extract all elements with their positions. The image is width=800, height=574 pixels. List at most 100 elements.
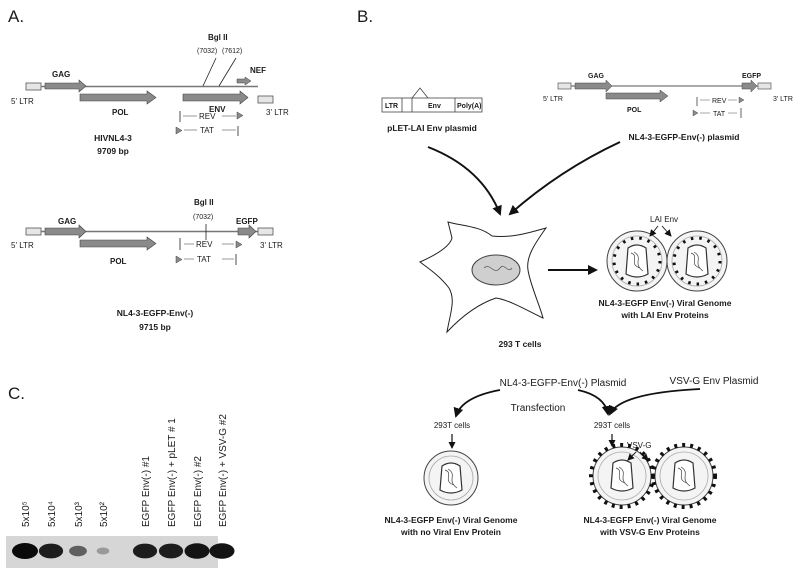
- bgl-site-2: (7612): [222, 48, 242, 55]
- hivnl43-name: HIVNL4-3: [94, 133, 132, 143]
- hivnl43-size: 9709 bp: [97, 146, 129, 156]
- left-caption-2: with no Viral Env Protein: [400, 527, 501, 537]
- nl43-egfp-size: 9715 bp: [139, 322, 171, 332]
- blot-band: [184, 543, 210, 559]
- right-cells-label: 293T cells: [594, 421, 630, 430]
- gag-arrow: [44, 79, 87, 93]
- splice-mark: [411, 87, 429, 99]
- pol-label: POL: [110, 257, 127, 266]
- lane-label: EGFP Env(-) + pLET # 1: [167, 418, 178, 527]
- egfp-arrow: [237, 224, 257, 239]
- virion-caption-1: NL4-3-EGFP Env(-) Viral Genome: [599, 298, 732, 308]
- lai-env-pointer-1: [649, 225, 659, 237]
- ltr3-box: [257, 227, 274, 236]
- gag-arrow: [44, 224, 87, 239]
- blot-band: [158, 543, 184, 559]
- virion-vsvg-2: [651, 443, 717, 509]
- 293t-cell: [419, 221, 548, 334]
- pol-arrow: [605, 89, 669, 103]
- blot-band: [69, 545, 87, 557]
- nl43-egfp-plasmid-map: GAG EGFP 5' LTR 3' LTR POL REV TAT NL4-3…: [543, 73, 793, 142]
- egfp-arrow: [741, 79, 758, 93]
- lane-label: EGFP Env(-) + VSV-G #2: [218, 414, 229, 527]
- ltr5-label: 5' LTR: [11, 241, 34, 250]
- lane-label: EGFP Env(-) #2: [193, 456, 204, 527]
- pol-label: POL: [112, 108, 129, 117]
- arrow-plasmid1-to-right-cells: [577, 389, 612, 416]
- nucleus: [471, 254, 521, 286]
- plasmid-2-label: VSV-G Env Plasmid: [670, 376, 759, 387]
- ltr3-label: 3' LTR: [260, 241, 283, 250]
- tat-label: TAT: [713, 111, 726, 118]
- blot-band: [38, 543, 64, 559]
- bgl-label: Bgl II: [208, 33, 228, 42]
- ltr5-box: [25, 82, 42, 91]
- bgl-site: (7032): [193, 214, 213, 221]
- pol-label: POL: [627, 107, 642, 114]
- vsvg-label: VSV-G: [627, 441, 651, 450]
- tat-label: TAT: [197, 255, 211, 264]
- env-label: ENV: [209, 105, 226, 114]
- polya-label: Poly(A): [457, 103, 482, 110]
- plet-lai-plasmid-map: LTR Env Poly(A) pLET-LAI Env plasmid: [381, 87, 483, 133]
- rev-exon-arrow: [236, 111, 244, 120]
- lane-bands: [12, 543, 235, 559]
- gag-label: GAG: [52, 70, 70, 79]
- rev-exon-arrow: [235, 240, 243, 249]
- panel-a-label: A.: [8, 7, 24, 26]
- ltr3-label: 3' LTR: [773, 96, 793, 103]
- ltr5-box: [25, 227, 42, 236]
- blot-band: [209, 543, 235, 559]
- tat-exon-arrow: [175, 126, 183, 135]
- plasmid-1-label: NL4-3-EGFP-Env(-) Plasmid: [500, 378, 627, 389]
- rev-label: REV: [199, 112, 216, 121]
- ltr5-label: 5' LTR: [543, 96, 563, 103]
- arrow-plasmid2-to-right-cells: [608, 388, 701, 416]
- nl43-egfp-name: NL4-3-EGFP-Env(-): [117, 308, 194, 318]
- nef-arrow: [236, 76, 252, 86]
- lane-label: EGFP Env(-) #1: [141, 456, 152, 527]
- bgl-label: Bgl II: [194, 198, 214, 207]
- virion-no-env: [423, 450, 479, 506]
- env-label: Env: [428, 103, 441, 110]
- lai-env-label: LAI Env: [650, 215, 678, 224]
- blot-band: [132, 543, 158, 559]
- hivnl43-genome-map: 5' LTR GAG POL Bgl II (7032) (7612) NEF …: [11, 33, 289, 156]
- pol-arrow: [79, 90, 157, 105]
- bgl-site-line-2: [218, 57, 237, 87]
- bgl-site-line-1: [202, 57, 217, 87]
- vsvg-pointer-1: [627, 451, 637, 461]
- rev-label: REV: [712, 98, 727, 105]
- arrow-plet-to-cell: [427, 146, 502, 216]
- tat-exon-arrow: [175, 255, 183, 264]
- env-arrow: [182, 90, 249, 105]
- capsid: [685, 244, 709, 278]
- virion-caption-2: with LAI Env Proteins: [620, 310, 709, 320]
- ltr-label: LTR: [385, 103, 398, 110]
- right-caption-2: with VSV-G Env Proteins: [599, 527, 700, 537]
- left-caption-1: NL4-3-EGFP Env(-) Viral Genome: [385, 515, 518, 525]
- left-cells-label: 293T cells: [434, 421, 470, 430]
- cell-label: 293 T cells: [498, 339, 541, 349]
- egfp-label: EGFP: [742, 73, 761, 80]
- virion-lai-env-1: [606, 230, 668, 292]
- nl43-egfp-genome-map: 5' LTR GAG POL Bgl II (7032) EGFP 3' LTR…: [11, 198, 283, 332]
- vsvg-pointer-2: [639, 451, 649, 461]
- tat-label: TAT: [200, 126, 214, 135]
- capsid: [672, 459, 696, 492]
- lane-label: 5x10³: [74, 501, 85, 527]
- capsid: [439, 462, 463, 494]
- right-caption-1: NL4-3-EGFP Env(-) Viral Genome: [584, 515, 717, 525]
- lai-env-pointer-2: [661, 225, 672, 237]
- virion-vsvg-1: [589, 443, 655, 509]
- plet-caption: pLET-LAI Env plasmid: [387, 123, 477, 133]
- arrow-to-left-cells: [453, 389, 501, 418]
- lane-label: 5x10²: [99, 501, 110, 527]
- virion-lai-env-2: [666, 230, 728, 292]
- gag-label: GAG: [58, 217, 76, 226]
- rev-label: REV: [196, 240, 213, 249]
- pol-arrow: [79, 236, 157, 251]
- panel-b-label: B.: [357, 7, 373, 26]
